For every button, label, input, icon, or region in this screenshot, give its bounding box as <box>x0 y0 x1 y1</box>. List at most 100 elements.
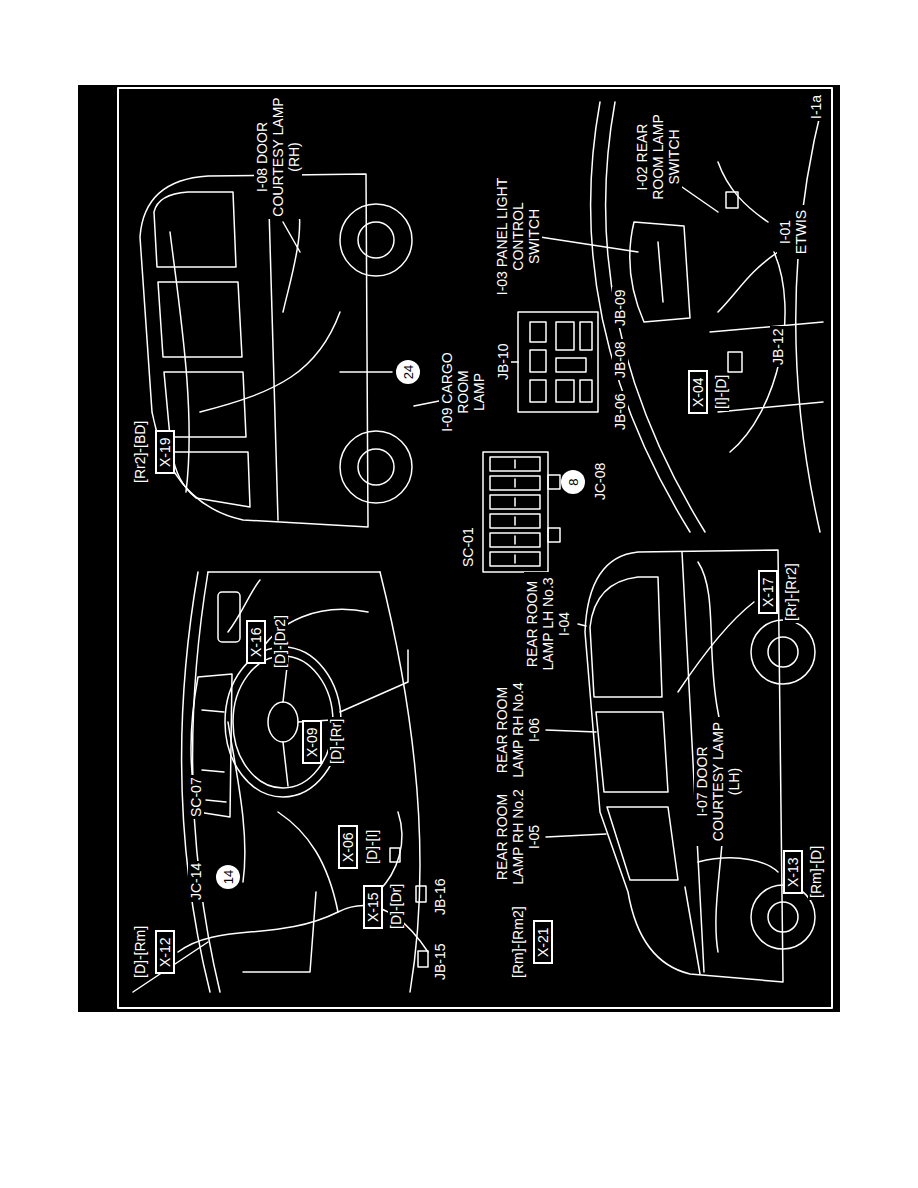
front-body-view <box>768 637 798 667</box>
callout-label: I-1a <box>808 93 824 121</box>
front-body-view <box>546 550 815 982</box>
connector-code: X-16 <box>248 627 264 657</box>
callout-label: JC-14 <box>188 861 204 902</box>
rear-body-view <box>140 174 368 527</box>
callout-label: [Rr2]-[BD] <box>132 419 148 485</box>
connector-tag: X-21 <box>533 920 553 964</box>
dashboard-view <box>630 222 690 322</box>
rear-body-view <box>340 431 412 503</box>
connector-tag: X-12 <box>155 930 175 974</box>
callout-label: I-01 ETWIS <box>777 205 809 259</box>
callout-label: I-09 CARGO ROOM LAMP <box>439 349 487 435</box>
front-body-view <box>596 712 668 792</box>
rear-body-view <box>164 372 246 437</box>
rear-body-view <box>283 222 300 252</box>
instrument-panel-view <box>208 571 380 573</box>
junction-block-drawing <box>518 312 598 412</box>
front-body-view <box>546 730 596 732</box>
callout-circle: 14 <box>216 865 240 889</box>
dashboard-view <box>682 187 718 212</box>
connector-code: X-06 <box>340 832 356 862</box>
connector-tag: X-17 <box>758 570 778 614</box>
fuse-block-drawing <box>514 460 516 563</box>
callout-label: JB-12 <box>770 326 786 367</box>
dashboard-view <box>658 242 663 302</box>
front-body-view <box>590 577 662 697</box>
callout-number: 14 <box>221 870 236 884</box>
rear-body-view <box>172 452 250 507</box>
connector-tag: X-16 <box>246 620 266 664</box>
connector-code: X-12 <box>157 937 173 967</box>
callout-label: [D]-[Dr2] <box>272 613 288 670</box>
instrument-panel-view <box>418 951 428 967</box>
dashboard-view <box>606 102 705 532</box>
rear-body-view <box>158 282 242 357</box>
rear-body-view <box>358 449 394 485</box>
callout-circle: 24 <box>396 360 420 384</box>
front-body-view <box>678 602 754 692</box>
callout-label: JB-08 <box>612 339 628 380</box>
callout-label: [Rm]-[Rm2] <box>510 904 526 980</box>
junction-block-drawing <box>511 361 518 363</box>
junction-block-drawing <box>580 322 592 350</box>
dashboard-view <box>728 352 742 372</box>
rear-body-view <box>358 222 394 258</box>
callout-label: REAR ROOM LAMP RH No.4 I-06 <box>494 678 542 782</box>
rear-body-view <box>340 204 412 276</box>
junction-block-drawing <box>530 322 546 342</box>
callout-label: [D]-[Rr] <box>328 717 344 766</box>
junction-block-drawing <box>511 312 598 412</box>
callout-label: JB-16 <box>432 876 448 917</box>
callout-label: [Rr]-[Rr2] <box>783 561 799 623</box>
locator-illustration <box>118 88 832 1008</box>
callout-label: [I]-[D] <box>713 373 729 411</box>
connector-tag: X-13 <box>783 850 803 894</box>
instrument-panel-view <box>202 710 226 802</box>
connector-tag: X-15 <box>363 885 383 929</box>
instrument-panel-view <box>283 658 332 786</box>
callout-label: REAR ROOM LAMP LH No.3 I-04 <box>524 572 572 676</box>
instrument-panel-view <box>268 702 298 742</box>
callout-circle: 8 <box>561 470 585 494</box>
connector-tag: X-06 <box>338 825 358 869</box>
instrument-panel-view <box>233 656 333 788</box>
callout-label: I-07 DOOR COURTESY LAMP (LH) <box>694 717 742 846</box>
instrument-panel-view <box>278 812 338 912</box>
instrument-panel-view <box>390 848 400 862</box>
instrument-panel-view <box>416 886 426 902</box>
junction-block-drawing <box>530 380 546 402</box>
connector-code: X-09 <box>304 727 320 757</box>
callout-label: JB-09 <box>612 287 628 328</box>
front-body-view <box>585 550 783 982</box>
callout-label: I-02 REAR ROOM LAMP SWITCH <box>634 110 682 204</box>
callout-label: [Rm]-[D] <box>808 844 824 900</box>
instrument-panel-view <box>133 572 428 992</box>
diagram-panel: X-1214X-16X-09X-06X-15X-19248X-21X-17X-1… <box>78 85 840 1012</box>
front-body-view <box>698 858 778 872</box>
front-body-view <box>578 624 586 626</box>
callout-label: JB-06 <box>612 391 628 432</box>
dashboard-view <box>710 322 823 412</box>
fuse-block-drawing <box>483 452 548 572</box>
instrument-panel-view <box>218 592 240 642</box>
callout-label: I-03 PANEL LIGHT CONTROL SWITCH <box>494 172 542 301</box>
junction-block-drawing <box>530 350 546 372</box>
callout-label: JC-08 <box>592 461 608 502</box>
connector-code: X-13 <box>785 857 801 887</box>
rear-body-view <box>200 312 340 412</box>
callout-label: [D]-[I] <box>364 828 380 866</box>
connector-code: X-15 <box>365 892 381 922</box>
connector-code: X-04 <box>690 377 706 407</box>
dashboard-view <box>718 162 768 222</box>
fuse-block-drawing <box>483 452 560 572</box>
connector-code: X-17 <box>760 577 776 607</box>
dashboard-view <box>718 252 778 312</box>
front-body-view <box>607 807 678 880</box>
front-body-view <box>685 887 700 974</box>
instrument-panel-view <box>228 722 245 882</box>
callout-label: SC-07 <box>188 775 204 819</box>
instrument-panel-view <box>182 572 210 992</box>
junction-block-drawing <box>580 380 592 402</box>
front-body-view <box>546 834 606 837</box>
callout-label: JB-10 <box>495 341 511 382</box>
